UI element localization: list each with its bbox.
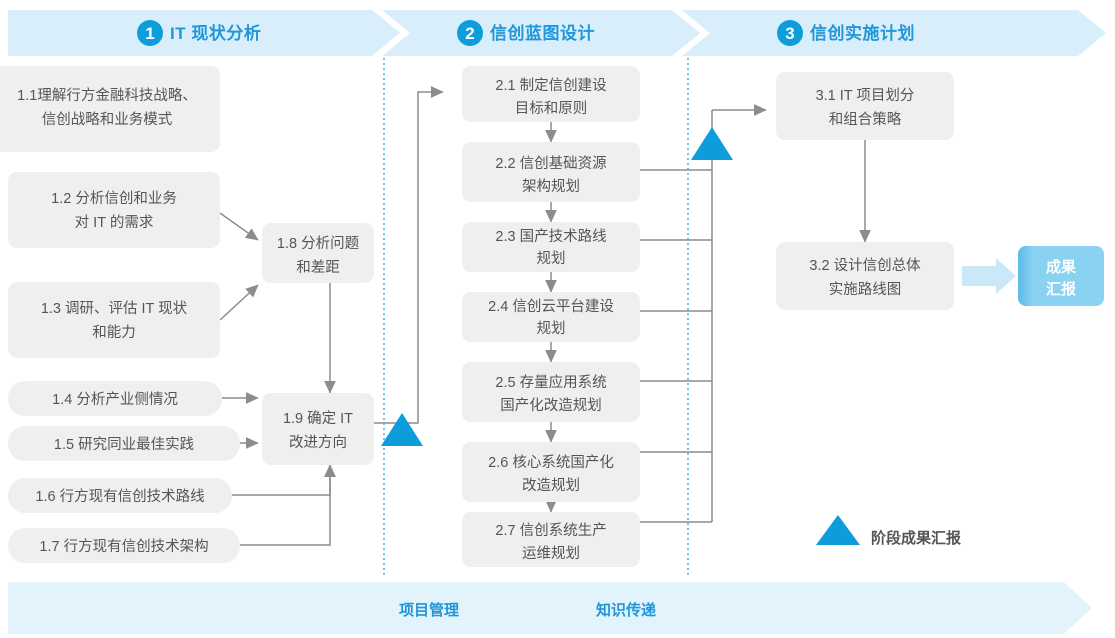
box-2-4[interactable]: 2.4 信创云平台建设 规划 [462, 292, 640, 342]
box-2-5-line-1: 2.5 存量应用系统 [495, 373, 606, 391]
box-2-4-line-2: 规划 [537, 320, 566, 337]
footer-band: 项目管理 知识传递 [8, 582, 1092, 634]
box-1-8-line-2: 和差距 [296, 259, 340, 276]
box-2-6-line-1: 2.6 核心系统国产化 [488, 454, 614, 471]
box-1-6-line-1: 1.6 行方现有信创技术路线 [35, 488, 204, 505]
box-1-2[interactable]: 1.2 分析信创和业务 对 IT 的需求 [8, 172, 220, 248]
box-1-8-line-1: 1.8 分析问题 [277, 235, 359, 252]
box-3-2[interactable]: 3.2 设计信创总体 实施路线图 [776, 242, 954, 310]
connectors-phase-1 [219, 86, 444, 546]
box-2-6-line-2: 改造规划 [522, 477, 580, 494]
box-2-3-line-2: 规划 [537, 250, 566, 267]
box-1-3-line-1: 1.3 调研、评估 IT 现状 [41, 300, 188, 317]
box-1-1-line-1: 1.1理解行方金融科技战略、 [17, 87, 197, 104]
result-box[interactable]: 成果 汇报 [1018, 246, 1104, 306]
phase-header-2[interactable]: 2 信创蓝图设计 [382, 10, 700, 56]
phase-number-badge-3 [777, 20, 803, 46]
box-1-5-line-1: 1.5 研究同业最佳实践 [54, 436, 194, 453]
box-3-2-line-2: 实施路线图 [829, 281, 902, 298]
result-arrow-icon [962, 258, 1016, 294]
phase-header-3[interactable]: 3 信创实施计划 [682, 10, 1106, 56]
box-1-1-line-2: 信创战略和业务模式 [42, 111, 173, 128]
box-2-3[interactable]: 2.3 国产技术路线 规划 [462, 222, 640, 272]
box-2-5[interactable]: 2.5 存量应用系统 国产化改造规划 [462, 362, 640, 422]
box-3-1[interactable]: 3.1 IT 项目划分 和组合策略 [776, 72, 954, 140]
box-2-1-line-2: 目标和原则 [515, 100, 588, 117]
phase-header-1[interactable]: 1 IT 现状分析 [8, 10, 400, 56]
box-2-3-line-1: 2.3 国产技术路线 [495, 228, 606, 245]
box-1-2-line-1: 1.2 分析信创和业务 [51, 190, 177, 207]
box-2-7[interactable]: 2.7 信创系统生产 运维规划 [462, 512, 640, 567]
box-1-9-line-1: 1.9 确定 IT [283, 410, 353, 427]
legend-label: 阶段成果汇报 [871, 529, 961, 547]
box-1-8[interactable]: 1.8 分析问题 和差距 [262, 223, 374, 283]
box-1-9[interactable]: 1.9 确定 IT 改进方向 [262, 393, 374, 465]
box-2-2-line-2: 架构规划 [522, 178, 580, 195]
box-2-2-line-1: 2.2 信创基础资源 [495, 155, 607, 172]
box-3-2-line-1: 3.2 设计信创总体 [809, 257, 921, 274]
result-line-2: 汇报 [1046, 281, 1076, 298]
box-1-5[interactable]: 1.5 研究同业最佳实践 [8, 426, 240, 461]
phase-number-badge-1 [137, 20, 163, 46]
box-1-2-line-2: 对 IT 的需求 [75, 214, 154, 231]
phase-label-3: 信创实施计划 [810, 23, 915, 43]
box-1-1[interactable]: 1.1理解行方金融科技战略、 信创战略和业务模式 [0, 66, 220, 152]
milestone-triangle-icon-2 [691, 127, 733, 160]
phase-number-1: 1 [145, 24, 154, 43]
phase-number-badge-2 [457, 20, 483, 46]
footer-item-1: 知识传递 [596, 601, 656, 619]
result-line-1: 成果 [1046, 258, 1077, 276]
box-1-7[interactable]: 1.7 行方现有信创技术架构 [8, 528, 240, 563]
legend: 阶段成果汇报 [816, 515, 961, 547]
footer-item-0: 项目管理 [399, 601, 459, 619]
box-1-6[interactable]: 1.6 行方现有信创技术路线 [8, 478, 232, 513]
box-1-9-line-2: 改进方向 [289, 434, 347, 451]
box-1-4-line-1: 1.4 分析产业侧情况 [52, 391, 178, 408]
box-2-5-line-2: 国产化改造规划 [500, 397, 602, 414]
box-1-3[interactable]: 1.3 调研、评估 IT 现状 和能力 [8, 282, 220, 358]
triangle-up-icon [816, 515, 860, 545]
box-2-2[interactable]: 2.2 信创基础资源 架构规划 [462, 142, 640, 202]
box-3-1-line-2: 和组合策略 [829, 111, 902, 128]
box-2-1-line-1: 2.1 制定信创建设 [495, 77, 606, 94]
box-2-4-line-1: 2.4 信创云平台建设 [488, 298, 614, 315]
phase-label-1: IT 现状分析 [170, 23, 261, 43]
box-1-7-line-1: 1.7 行方现有信创技术架构 [39, 538, 208, 555]
box-3-1-line-1: 3.1 IT 项目划分 [816, 87, 915, 104]
milestone-triangle-icon-1 [381, 413, 423, 446]
box-1-4[interactable]: 1.4 分析产业侧情况 [8, 381, 222, 416]
phase-number-3: 3 [785, 24, 794, 43]
box-2-6[interactable]: 2.6 核心系统国产化 改造规划 [462, 442, 640, 502]
connectors-phase-2-to-3 [640, 104, 767, 523]
box-2-7-line-1: 2.7 信创系统生产 [495, 522, 606, 539]
phase-number-2: 2 [465, 24, 474, 43]
box-1-3-line-2: 和能力 [92, 324, 136, 341]
box-2-1[interactable]: 2.1 制定信创建设 目标和原则 [462, 66, 640, 122]
phase-label-2: 信创蓝图设计 [490, 23, 595, 43]
box-2-7-line-2: 运维规划 [522, 545, 580, 562]
